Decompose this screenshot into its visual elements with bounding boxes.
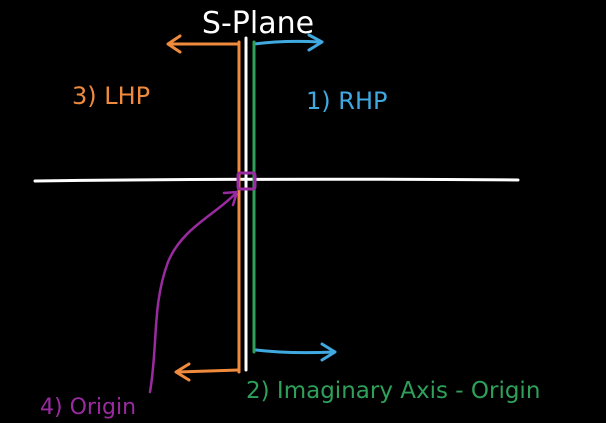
rhp-top-arrowhead: [307, 33, 324, 52]
rhp-bottom-arrowhead: [320, 342, 337, 362]
origin-pointer-arrowhead: [222, 190, 239, 207]
rhp-bottom-arrow: [254, 348, 336, 355]
rhp-label: 1) RHP: [306, 87, 387, 115]
lhp-bottom-arrow: [176, 368, 241, 374]
origin-label: 4) Origin: [40, 395, 136, 420]
title: S-Plane: [202, 6, 314, 41]
origin-marker: [236, 171, 257, 191]
lhp-bottom-arrowhead: [174, 362, 191, 382]
origin-pointer: [148, 191, 238, 394]
imaginary-axis-label: 2) Imaginary Axis - Origin: [246, 378, 540, 404]
lhp-label: 3) LHP: [72, 82, 150, 110]
rhp-top-arrow: [252, 39, 322, 46]
real-axis: [33, 177, 520, 183]
lhp-top-arrowhead: [166, 34, 182, 54]
